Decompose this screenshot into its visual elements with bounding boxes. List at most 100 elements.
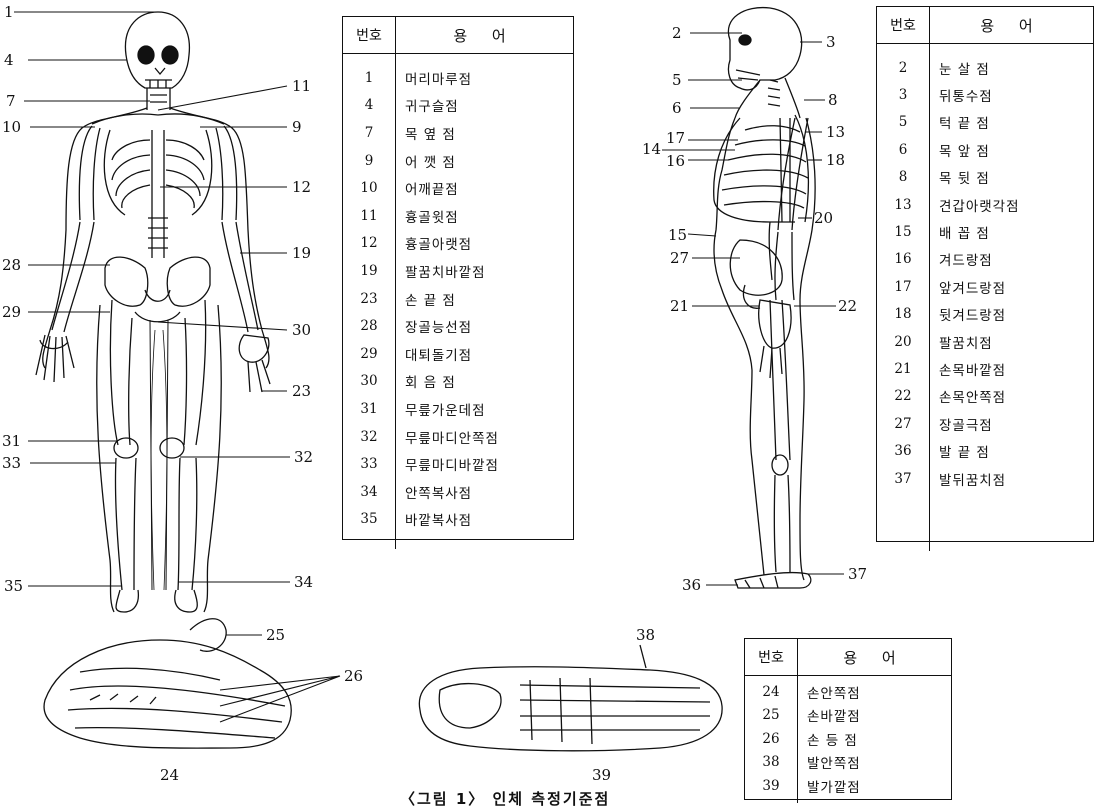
row-term: 안쪽복사점 (395, 482, 573, 502)
row-term: 손 끝 점 (395, 289, 573, 309)
table-row: 36발 끝 점 (877, 437, 1093, 464)
row-term: 눈 살 점 (929, 58, 1093, 78)
extremity-terms-table: 번호 용 어 24손안쪽점25손바깥점26손 등 점38발안쪽점39발가깥점 (744, 638, 952, 800)
side-skeleton (714, 8, 815, 588)
label-24: 24 (160, 766, 179, 784)
label-23: 23 (292, 382, 311, 400)
table-row: 6목 앞 점 (877, 136, 1093, 163)
row-term: 목 앞 점 (929, 140, 1093, 160)
label-28: 28 (2, 256, 21, 274)
row-term: 발안쪽점 (797, 752, 951, 772)
table-body: 24손안쪽점25손바깥점26손 등 점38발안쪽점39발가깥점 (745, 676, 951, 803)
table-row: 15배 꼽 점 (877, 218, 1093, 245)
row-number: 21 (877, 361, 929, 377)
table-row: 24손안쪽점 (745, 680, 951, 704)
label-19: 19 (292, 244, 311, 262)
row-number: 18 (877, 306, 929, 322)
row-term: 무릎가운데점 (395, 399, 573, 419)
row-number: 8 (877, 169, 929, 185)
row-number: 28 (343, 318, 395, 334)
row-term: 장골능선점 (395, 316, 573, 336)
table-row: 30회 음 점 (343, 368, 573, 396)
row-term: 목 옆 점 (395, 123, 573, 143)
row-number: 9 (343, 153, 395, 169)
label-3: 3 (826, 33, 836, 51)
figure-caption: 〈그림 1〉 인체 측정기준점 (400, 788, 610, 809)
row-term: 뒷겨드랑점 (929, 304, 1093, 324)
table-body: 1머리마루점4귀구슬점7목 옆 점9어 깻 점10어깨끝점11흉골윗점12흉골아… (343, 54, 573, 549)
row-term: 배 꼽 점 (929, 222, 1093, 242)
row-term: 흉골윗점 (395, 206, 573, 226)
label-4: 4 (4, 51, 14, 69)
row-number: 29 (343, 346, 395, 362)
row-number: 7 (343, 125, 395, 141)
table-row: 3뒤통수점 (877, 81, 1093, 108)
label-2: 2 (672, 24, 682, 42)
row-number: 20 (877, 334, 929, 350)
table-row: 7목 옆 점 (343, 119, 573, 147)
row-number: 32 (343, 429, 395, 445)
row-term: 팔꿈치점 (929, 332, 1093, 352)
label-18: 18 (826, 151, 845, 169)
label-25: 25 (266, 626, 285, 644)
row-term: 발가깥점 (797, 776, 951, 796)
label-7: 7 (6, 92, 16, 110)
row-term: 어깨끝점 (395, 178, 573, 198)
row-number: 17 (877, 279, 929, 295)
label-10: 10 (2, 118, 21, 136)
table-row: 33무릎마디바깥점 (343, 450, 573, 478)
row-number: 26 (745, 731, 797, 747)
row-number: 30 (343, 373, 395, 389)
row-number: 27 (877, 416, 929, 432)
row-term: 회 음 점 (395, 371, 573, 391)
header-number: 번호 (877, 7, 930, 43)
table-header: 번호 용 어 (877, 7, 1093, 44)
foot-diagram (419, 645, 722, 751)
row-term: 발 끝 점 (929, 441, 1093, 461)
label-15: 15 (668, 226, 687, 244)
row-number: 31 (343, 401, 395, 417)
row-term: 손 등 점 (797, 729, 951, 749)
row-term: 장골극점 (929, 414, 1093, 434)
row-number: 11 (343, 208, 395, 224)
label-9: 9 (292, 118, 302, 136)
row-number: 12 (343, 235, 395, 251)
row-number: 15 (877, 224, 929, 240)
row-term: 바깥복사점 (395, 509, 573, 529)
row-number: 6 (877, 142, 929, 158)
label-26: 26 (344, 667, 363, 685)
row-term: 무릎마디안쪽점 (395, 427, 573, 447)
row-number: 2 (877, 60, 929, 76)
header-term: 용 어 (930, 15, 1093, 36)
row-number: 24 (745, 684, 797, 700)
row-term: 대퇴돌기점 (395, 344, 573, 364)
row-number: 19 (343, 263, 395, 279)
foot-number-labels: 38 39 (592, 626, 655, 784)
header-term: 용 어 (396, 25, 573, 46)
label-20: 20 (814, 209, 833, 227)
row-number: 37 (877, 471, 929, 487)
label-16: 16 (666, 152, 685, 170)
row-number: 35 (343, 511, 395, 527)
row-number: 33 (343, 456, 395, 472)
row-term: 손목안쪽점 (929, 386, 1093, 406)
row-number: 1 (343, 70, 395, 86)
front-number-labels: 1 4 7 10 28 29 31 33 35 11 9 12 19 30 23… (2, 3, 313, 595)
label-17: 17 (666, 129, 685, 147)
